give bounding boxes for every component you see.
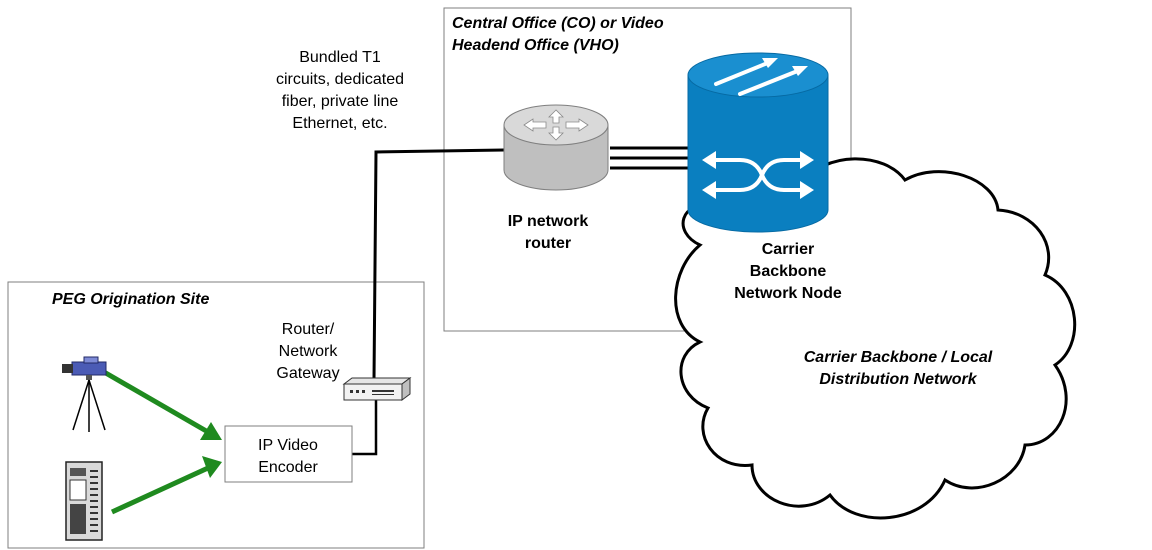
router-icon: [503, 104, 609, 191]
encoder-label-line1: IP Video: [258, 437, 318, 454]
link-description-line3: fiber, private line: [282, 93, 399, 110]
peg-site-title: PEG Origination Site: [52, 291, 209, 308]
trunk-lines: [610, 146, 690, 170]
camera-tripod-icon: [62, 356, 107, 432]
link-description: Bundled T1 circuits, dedicated fiber, pr…: [276, 49, 404, 132]
cloud-label-line1: Carrier Backbone / Local: [804, 349, 993, 366]
router-label-line1: IP network: [508, 213, 589, 230]
node-label-line1: Carrier: [762, 241, 814, 258]
video-server-icon: [65, 461, 103, 541]
cloud-label-line2: Distribution Network: [819, 371, 977, 388]
central-office-title-line1: Central Office (CO) or Video: [452, 15, 664, 32]
peg-site-box: [7, 281, 425, 549]
node-label-line2: Backbone: [750, 263, 827, 280]
link-description-line2: circuits, dedicated: [276, 71, 404, 88]
server-to-encoder-arrow: [110, 456, 222, 515]
node-label-line3: Network Node: [734, 285, 842, 302]
camera-to-encoder-arrow: [102, 369, 222, 440]
gateway-label-line2: Network: [279, 343, 339, 360]
gateway-label-line3: Gateway: [276, 365, 339, 382]
link-description-line1: Bundled T1: [299, 49, 381, 66]
encoder-label-line2: Encoder: [258, 459, 318, 476]
central-office-title-line2: Headend Office (VHO): [452, 37, 619, 54]
network-cable: [372, 148, 505, 381]
router-label-line2: router: [525, 235, 571, 252]
gateway-device-icon: [342, 377, 412, 401]
link-description-line4: Ethernet, etc.: [292, 115, 387, 132]
encoder-to-gateway-cable: [352, 400, 378, 456]
ip-video-encoder-box: [224, 425, 353, 483]
atm-switch-icon: [687, 52, 829, 233]
gateway-label-line1: Router/: [282, 321, 335, 338]
